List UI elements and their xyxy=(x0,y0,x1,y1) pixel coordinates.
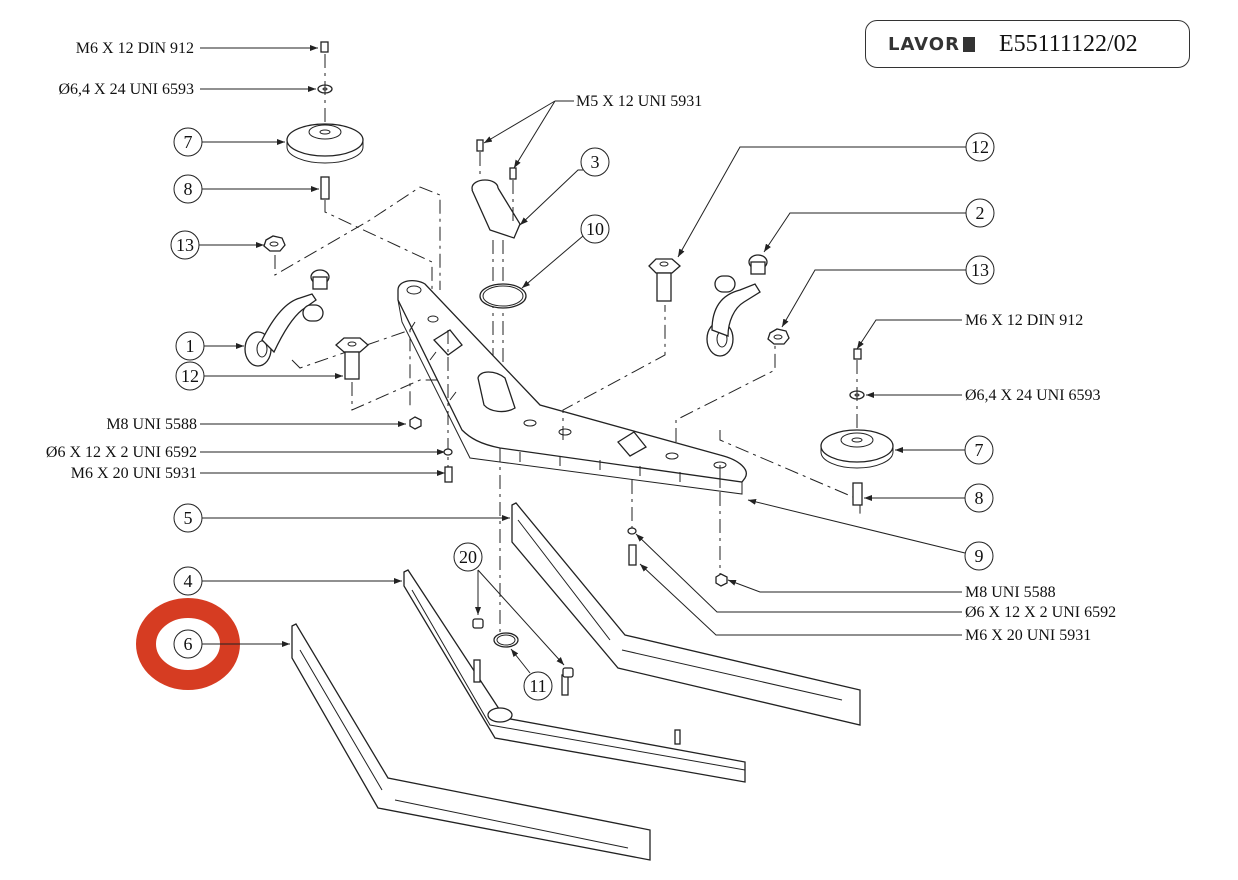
balloon-9[interactable]: 9 xyxy=(747,498,994,571)
drawing-code: E55111122/02 xyxy=(998,30,1138,57)
rear-blade xyxy=(511,502,861,726)
svg-text:Ø6 X 12 X 2 UNI 6592: Ø6 X 12 X 2 UNI 6592 xyxy=(965,604,1116,621)
svg-text:7: 7 xyxy=(184,132,193,152)
svg-text:7: 7 xyxy=(975,440,984,460)
left-frame-hardware xyxy=(409,416,453,483)
svg-text:M6 X 12 DIN 912: M6 X 12 DIN 912 xyxy=(76,40,194,57)
squeegee-frame xyxy=(397,279,861,640)
svg-text:2: 2 xyxy=(976,203,985,223)
svg-text:M6 X 20 UNI 5931: M6 X 20 UNI 5931 xyxy=(71,465,197,482)
label-left-washer-6593: Ø6,4 X 24 UNI 6593 xyxy=(58,81,316,98)
svg-text:M6 X 20 UNI 5931: M6 X 20 UNI 5931 xyxy=(965,627,1091,644)
balloon-4[interactable]: 4 xyxy=(173,566,402,596)
label-right-screw-m6x20: M6 X 20 UNI 5931 xyxy=(639,563,1091,644)
svg-text:M8 UNI 5588: M8 UNI 5588 xyxy=(965,584,1056,601)
hose-adapter xyxy=(471,139,521,372)
blade-holder xyxy=(403,569,746,783)
right-frame-hardware xyxy=(627,527,728,587)
brand-logo: LAVOR xyxy=(888,34,975,55)
svg-text:13: 13 xyxy=(971,260,989,280)
label-left-screw-m6x20: M6 X 20 UNI 5931 xyxy=(71,465,445,482)
svg-text:8: 8 xyxy=(975,488,984,508)
balloon-7-left[interactable]: 7 xyxy=(173,127,285,157)
left-star-knob xyxy=(263,186,441,290)
o-ring-large xyxy=(479,283,527,309)
svg-text:12: 12 xyxy=(971,137,989,157)
left-roller-arm xyxy=(244,269,411,410)
label-left-nut-m8: M8 UNI 5588 xyxy=(106,416,406,433)
balloon-11[interactable]: 11 xyxy=(510,648,553,701)
right-wheel-stack xyxy=(820,348,894,506)
balloon-13-left[interactable]: 13 xyxy=(170,230,264,260)
svg-text:1: 1 xyxy=(186,336,195,356)
brand-mark-icon xyxy=(962,36,975,52)
right-guide-pin xyxy=(648,258,681,302)
label-left-washer-6592: Ø6 X 12 X 2 UNI 6592 xyxy=(46,444,445,461)
left-wheel-stack xyxy=(286,41,433,290)
label-top-screw-m5x12: M5 X 12 UNI 5931 xyxy=(483,93,702,169)
svg-text:8: 8 xyxy=(184,179,193,199)
svg-text:6: 6 xyxy=(184,634,193,654)
svg-text:Ø6,4 X 24 UNI 6593: Ø6,4 X 24 UNI 6593 xyxy=(58,81,194,98)
svg-text:M6 X 12 DIN 912: M6 X 12 DIN 912 xyxy=(965,312,1083,329)
brand-name: LAVOR xyxy=(888,33,960,55)
label-right-washer-6592: Ø6 X 12 X 2 UNI 6592 xyxy=(635,533,1116,621)
balloon-8-right[interactable]: 8 xyxy=(864,483,994,513)
label-right-nut-m8: M8 UNI 5588 xyxy=(727,579,1056,601)
balloon-12-right[interactable]: 12 xyxy=(677,132,995,258)
svg-text:Ø6 X 12 X 2 UNI 6592: Ø6 X 12 X 2 UNI 6592 xyxy=(46,444,197,461)
balloon-1[interactable]: 1 xyxy=(175,331,244,361)
label-right-washer-6593: Ø6,4 X 24 UNI 6593 xyxy=(866,387,1101,404)
right-roller-arm xyxy=(706,254,768,357)
balloon-7-right[interactable]: 7 xyxy=(895,435,994,465)
balloon-12-left[interactable]: 12 xyxy=(175,361,343,391)
label-right-screw-m6x12: M6 X 12 DIN 912 xyxy=(856,312,1083,350)
balloon-20[interactable]: 20 xyxy=(453,542,565,666)
svg-text:13: 13 xyxy=(176,235,194,255)
svg-text:M5 X 12 UNI 5931: M5 X 12 UNI 5931 xyxy=(576,93,702,110)
balloon-8-left[interactable]: 8 xyxy=(173,174,319,204)
balloon-5[interactable]: 5 xyxy=(173,503,510,533)
balloon-10[interactable]: 10 xyxy=(521,214,610,289)
balloon-13-right[interactable]: 13 xyxy=(781,255,995,328)
svg-text:12: 12 xyxy=(181,366,199,386)
svg-text:11: 11 xyxy=(529,676,546,696)
svg-text:5: 5 xyxy=(184,508,193,528)
label-left-screw-m6x12: M6 X 12 DIN 912 xyxy=(76,40,318,57)
svg-text:10: 10 xyxy=(586,219,604,239)
svg-text:4: 4 xyxy=(184,571,193,591)
spacer-nuts xyxy=(472,618,574,678)
right-star-knob xyxy=(767,328,790,345)
svg-text:3: 3 xyxy=(591,152,600,172)
title-block: LAVOR E55111122/02 xyxy=(865,20,1190,68)
svg-text:9: 9 xyxy=(975,546,984,566)
balloon-3[interactable]: 3 xyxy=(519,147,610,226)
svg-text:20: 20 xyxy=(459,547,477,567)
svg-text:M8 UNI 5588: M8 UNI 5588 xyxy=(106,416,197,433)
front-blade xyxy=(291,623,651,861)
svg-text:Ø6,4 X 24 UNI 6593: Ø6,4 X 24 UNI 6593 xyxy=(965,387,1101,404)
o-ring-small xyxy=(493,632,519,648)
balloon-2[interactable]: 2 xyxy=(763,198,995,253)
left-guide-pin xyxy=(335,337,460,411)
balloon-6[interactable]: 6 xyxy=(173,629,290,659)
